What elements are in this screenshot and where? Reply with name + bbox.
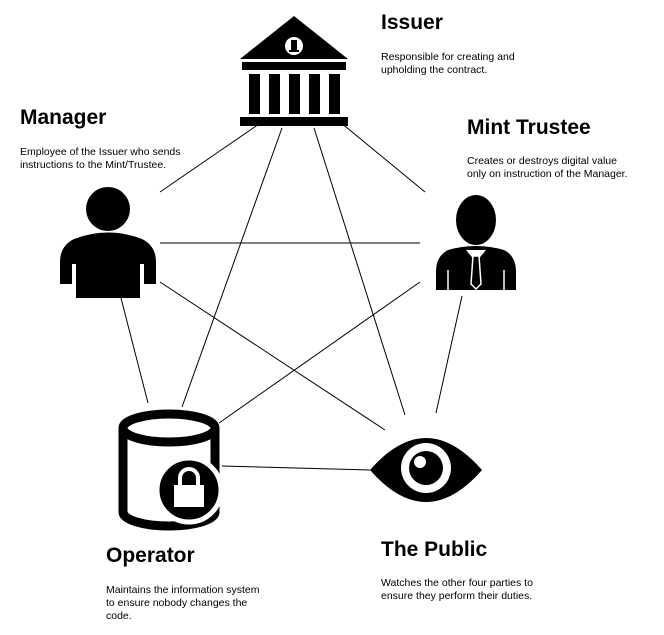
- edge-manager-operator: [120, 297, 149, 404]
- issuer-description-line: upholding the contract.: [381, 64, 488, 76]
- manager-title: Manager: [20, 106, 107, 129]
- issuer-description: Responsible for creating and upholding t…: [381, 51, 515, 77]
- mint-trustee-description: Creates or destroys digital value only o…: [467, 155, 628, 181]
- issuer-title: Issuer: [381, 11, 443, 34]
- manager-description: Employee of the Issuer who sends instruc…: [20, 146, 181, 172]
- edge-operator-public: [221, 465, 371, 471]
- the-public-description-line: Watches the other four parties to: [381, 577, 533, 589]
- operator-title: Operator: [106, 544, 195, 567]
- operator-description-line: to ensure nobody changes the: [106, 597, 248, 609]
- manager-description-line: Employee of the Issuer who sends: [20, 146, 181, 158]
- edges: [120, 121, 463, 471]
- businessman-icon: [436, 195, 516, 291]
- database-lock-icon: [118, 409, 224, 531]
- the-public-description: Watches the other four parties to ensure…: [381, 577, 533, 603]
- edge-issuer-manager: [159, 121, 263, 193]
- edge-manager-public: [159, 281, 386, 431]
- issuer-description-line: Responsible for creating and: [381, 51, 515, 63]
- the-public-description-line: ensure they perform their duties.: [381, 590, 533, 602]
- edge-mint-public: [435, 295, 463, 414]
- edge-issuer-mint: [339, 121, 426, 193]
- edge-issuer-public: [313, 127, 406, 416]
- operator-description-line: code.: [106, 610, 132, 622]
- edge-issuer-operator: [181, 127, 283, 408]
- mint-trustee-title: Mint Trustee: [467, 116, 591, 139]
- person-icon: [60, 187, 156, 298]
- edge-mint-operator: [218, 281, 421, 424]
- mint-trustee-description-line: only on instruction of the Manager.: [467, 168, 628, 180]
- operator-description: Maintains the information system to ensu…: [106, 584, 259, 623]
- operator-description-line: Maintains the information system: [106, 584, 260, 596]
- mint-trustee-description-line: Creates or destroys digital value: [467, 155, 617, 167]
- bank-building-icon: [240, 16, 348, 126]
- eye-icon: [370, 438, 482, 502]
- manager-description-line: instructions to the Mint/Trustee.: [20, 159, 167, 171]
- the-public-title: The Public: [381, 538, 488, 561]
